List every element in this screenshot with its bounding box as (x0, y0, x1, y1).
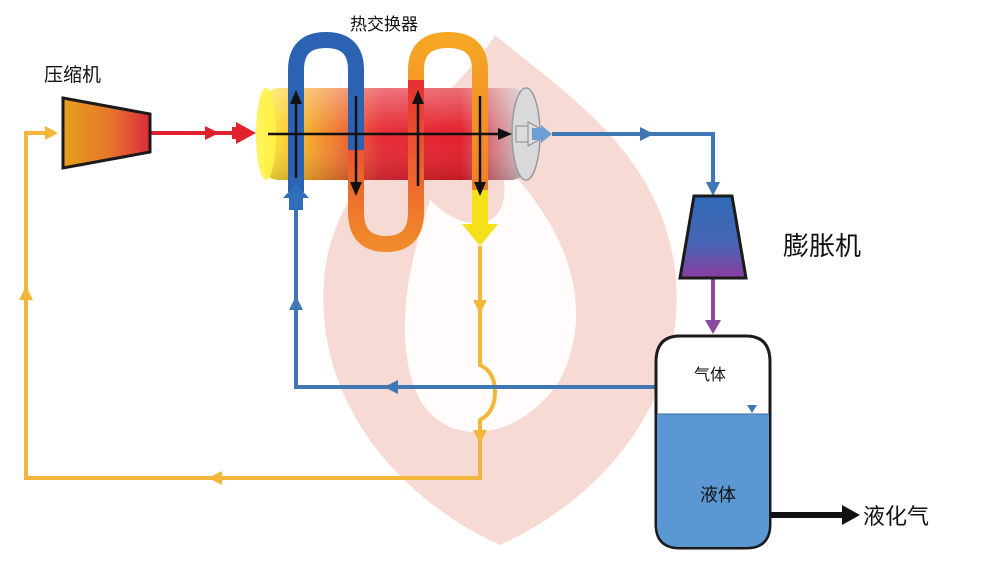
compressor (61, 96, 152, 170)
orange-u-tube (408, 31, 488, 212)
hx-outlet-arrow (515, 121, 552, 147)
compressor-label: 压缩机 (44, 64, 102, 86)
blue-feed-line (552, 132, 715, 190)
blue-gas-return-line (294, 205, 656, 389)
lng-label: 液化气 (863, 505, 930, 530)
hx-flow-arrows (268, 90, 512, 196)
blue-u-tube (288, 31, 364, 196)
blue-inlet-arrow (283, 184, 309, 210)
expander (678, 194, 748, 280)
yellow-return-line (24, 131, 498, 480)
separator-vessel (654, 334, 772, 550)
yellow-outlet-arrow (462, 190, 498, 246)
red-feed-line (150, 122, 256, 144)
liquid-label: 液体 (700, 485, 736, 506)
purple-line (705, 278, 721, 334)
heat-exchanger-label: 热交换器 (350, 15, 418, 35)
yellow-arrowheads (19, 126, 487, 485)
lng-outlet-arrow (770, 505, 860, 525)
blue-arrowheads-return (289, 296, 398, 394)
gas-label: 气体 (694, 365, 727, 384)
expander-label: 膨胀机 (783, 232, 862, 262)
blue-arrowheads-feed (640, 127, 720, 196)
red-u-tube (348, 70, 424, 253)
